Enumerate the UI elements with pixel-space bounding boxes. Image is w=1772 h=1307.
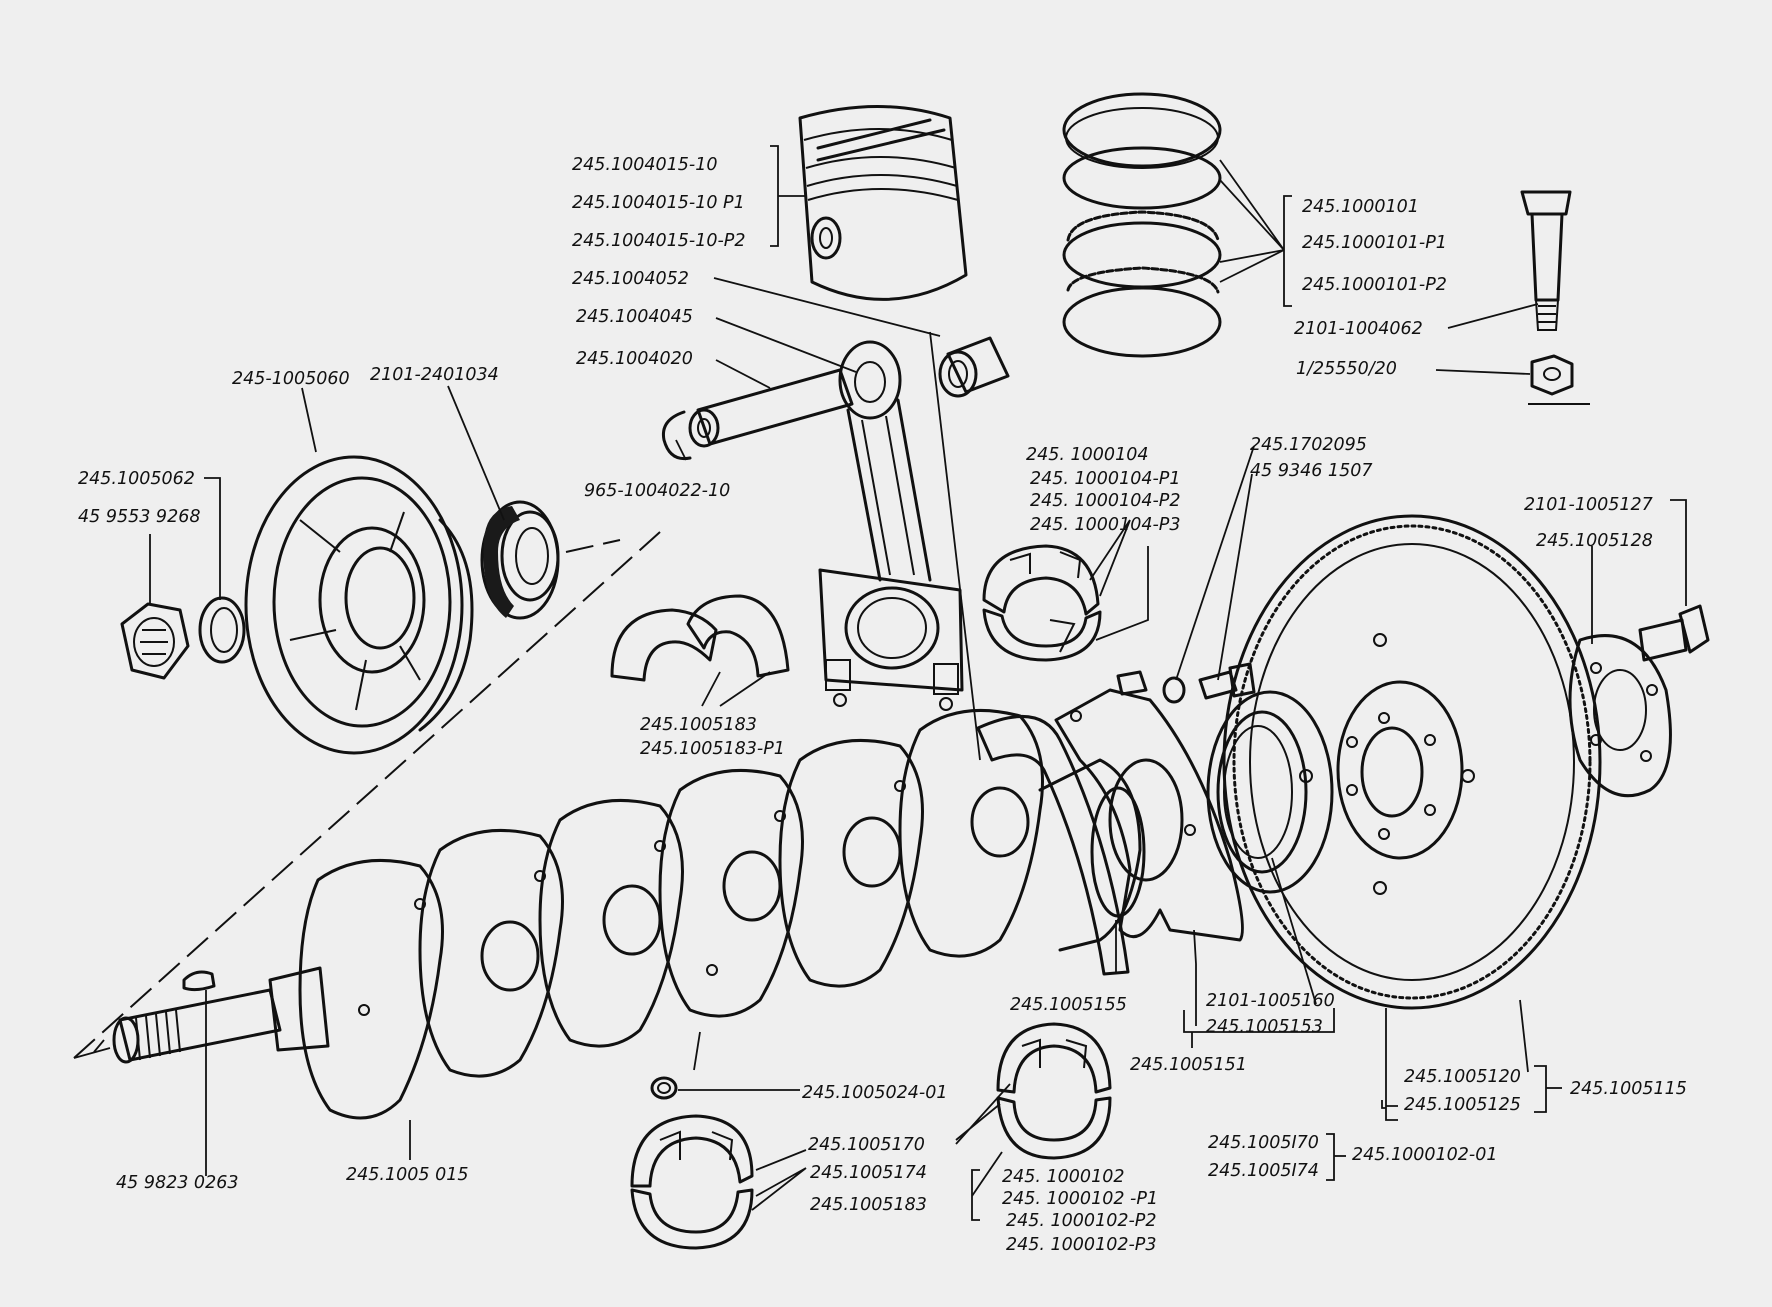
label-lower-main-1: 245. 1000102 (1002, 1167, 1124, 1187)
label-flywheel-1: 245.1005120 (1404, 1067, 1521, 1087)
label-lower-main-2: 245. 1000102 -P1 (1002, 1189, 1158, 1209)
axis-arrow (73, 1039, 111, 1059)
rod-bolt-drawing (1520, 190, 1572, 331)
key-drawing (182, 970, 216, 992)
crankshaft-drawing (112, 708, 1146, 1120)
rear-holder-drawing (1054, 670, 1244, 942)
front-seal-drawing (480, 500, 560, 620)
leader-lines (149, 145, 1687, 1221)
rod-nut-drawing (1528, 354, 1590, 405)
part-labels: 245.1004015-10 245.1004015-10 P1 245.100… (78, 155, 1687, 1255)
label-rod-bolt: 2101-1004062 (1294, 319, 1423, 339)
label-rear-holder: 245.1005151 (1130, 1055, 1247, 1075)
label-key: 45 9823 0263 (116, 1173, 238, 1193)
label-lower-main-3: 245. 1000102-P2 (1006, 1211, 1156, 1231)
label-thrust-2: 245.1005183-P1 (640, 739, 785, 759)
assembly-axis-2 (565, 539, 621, 553)
piston-drawing (798, 105, 968, 301)
label-piston-2: 245.1004015-10 P1 (572, 193, 745, 213)
lower-shells-drawing (630, 1114, 754, 1250)
main-shells-drawing (982, 544, 1102, 662)
label-crankshaft: 245.1005 015 (346, 1165, 468, 1185)
rear-packing-drawing (976, 715, 1130, 976)
label-flywheel-2: 245.1005125 (1404, 1095, 1521, 1115)
label-rod-nut: 1/25550/20 (1296, 359, 1397, 379)
label-lower-shell-1: 245.1005170 (808, 1135, 925, 1155)
flywheel-bolt-drawing (1638, 604, 1710, 662)
label-main-shell-3: 245. 1000104-P2 (1030, 491, 1180, 511)
label-pulley-nut-1: 245.1005062 (78, 469, 195, 489)
flywheel-drawing (1222, 514, 1602, 1010)
piston-rings-drawing (1062, 92, 1222, 358)
rear-cover-bolt-drawing (1162, 662, 1256, 704)
label-thrust-set-assy: 245.1000102-01 (1352, 1145, 1498, 1165)
connecting-rod-drawing (818, 340, 964, 711)
thrust-halves-drawing (610, 594, 790, 682)
label-thrust-1: 245.1005183 (640, 715, 757, 735)
label-rear-bolt-1: 245.1702095 (1250, 435, 1367, 455)
rear-seal-drawing (1206, 690, 1334, 894)
label-front-seal: 2101-2401034 (370, 365, 499, 385)
label-rear-packing: 245.1005155 (1010, 995, 1127, 1015)
label-piston-3: 245.1004015-10-P2 (572, 231, 746, 251)
label-ring-1: 245.1000101 (1302, 197, 1419, 217)
piston-pin-drawing (661, 368, 854, 461)
label-fw-bolt-1: 2101-1005127 (1524, 495, 1653, 515)
bushing-drawing (938, 336, 1010, 398)
label-piston-1: 245.1004015-10 (572, 155, 718, 175)
label-main-shell-4: 245. 1000104-P3 (1030, 515, 1180, 535)
lower-main-shells-drawing (996, 1022, 1112, 1160)
pulley-nut-drawing (120, 602, 190, 680)
assembly-axis (73, 531, 661, 1059)
label-bushing: 245.1004052 (572, 269, 689, 289)
label-main-shell-2: 245. 1000104-P1 (1030, 469, 1180, 489)
crank-plug-drawing (650, 1076, 678, 1100)
label-crank-plug: 245.1005024-01 (802, 1083, 948, 1103)
label-lower-shell-2: 245.1005174 (810, 1163, 927, 1183)
label-flywheel-assy: 245.1005115 (1570, 1079, 1687, 1099)
washer-drawing (198, 596, 246, 664)
label-rear-cover-2: 245.1005153 (1206, 1017, 1323, 1037)
label-rear-bolt-2: 45 9346 1507 (1250, 461, 1372, 481)
label-rear-cover-1: 2101-1005160 (1206, 991, 1335, 1011)
label-pulley: 245-1005060 (232, 369, 350, 389)
label-thrust-set-2: 245.1005I74 (1208, 1161, 1319, 1181)
label-piston-pin: 245.1004020 (576, 349, 693, 369)
label-rod-group: 245.1004045 (576, 307, 693, 327)
label-ring-2: 245.1000101-P1 (1302, 233, 1447, 253)
label-ring-3: 245.1000101-P2 (1302, 275, 1447, 295)
label-main-shell-1: 245. 1000104 (1026, 445, 1148, 465)
label-lower-shell-3: 245.1005183 (810, 1195, 927, 1215)
label-thrust-set-1: 245.1005I70 (1208, 1133, 1319, 1153)
pulley-drawing (244, 455, 474, 755)
label-fw-bolt-2: 245.1005128 (1536, 531, 1653, 551)
label-snap-ring: 965-1004022-10 (584, 481, 730, 501)
label-lower-main-4: 245. 1000102-P3 (1006, 1235, 1156, 1255)
label-pulley-nut-2: 45 9553 9268 (78, 507, 200, 527)
